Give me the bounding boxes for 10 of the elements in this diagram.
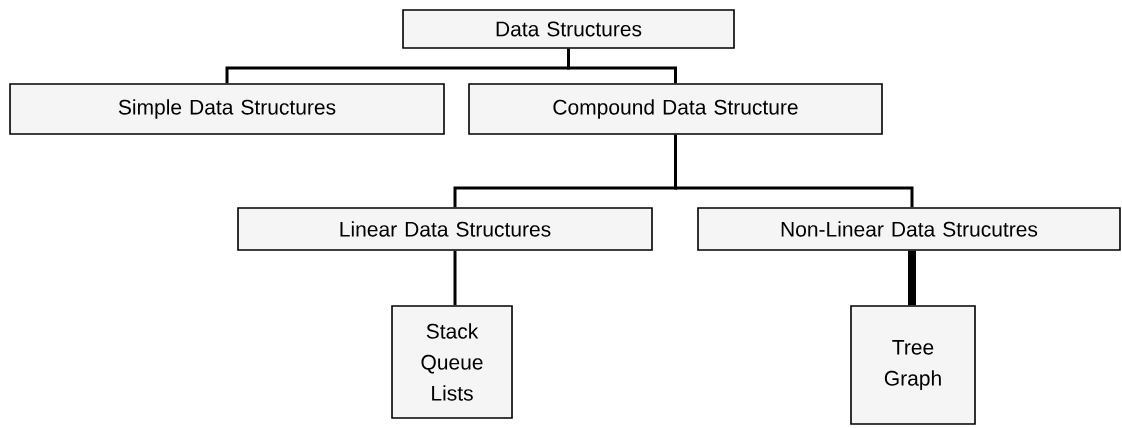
box: Simple Data Structures: [9, 83, 445, 135]
connector-line: [453, 250, 457, 306]
box: Non-Linear Data Strucutres: [697, 207, 1121, 251]
box: Stack Queue Lists: [391, 305, 513, 419]
box: Data Structures: [402, 9, 735, 49]
box: Linear Data Structures: [237, 207, 653, 251]
connector-line: [567, 48, 677, 84]
box: Tree Graph: [850, 305, 976, 425]
box: Compound Data Structure: [468, 83, 883, 135]
connector-line: [674, 134, 914, 208]
